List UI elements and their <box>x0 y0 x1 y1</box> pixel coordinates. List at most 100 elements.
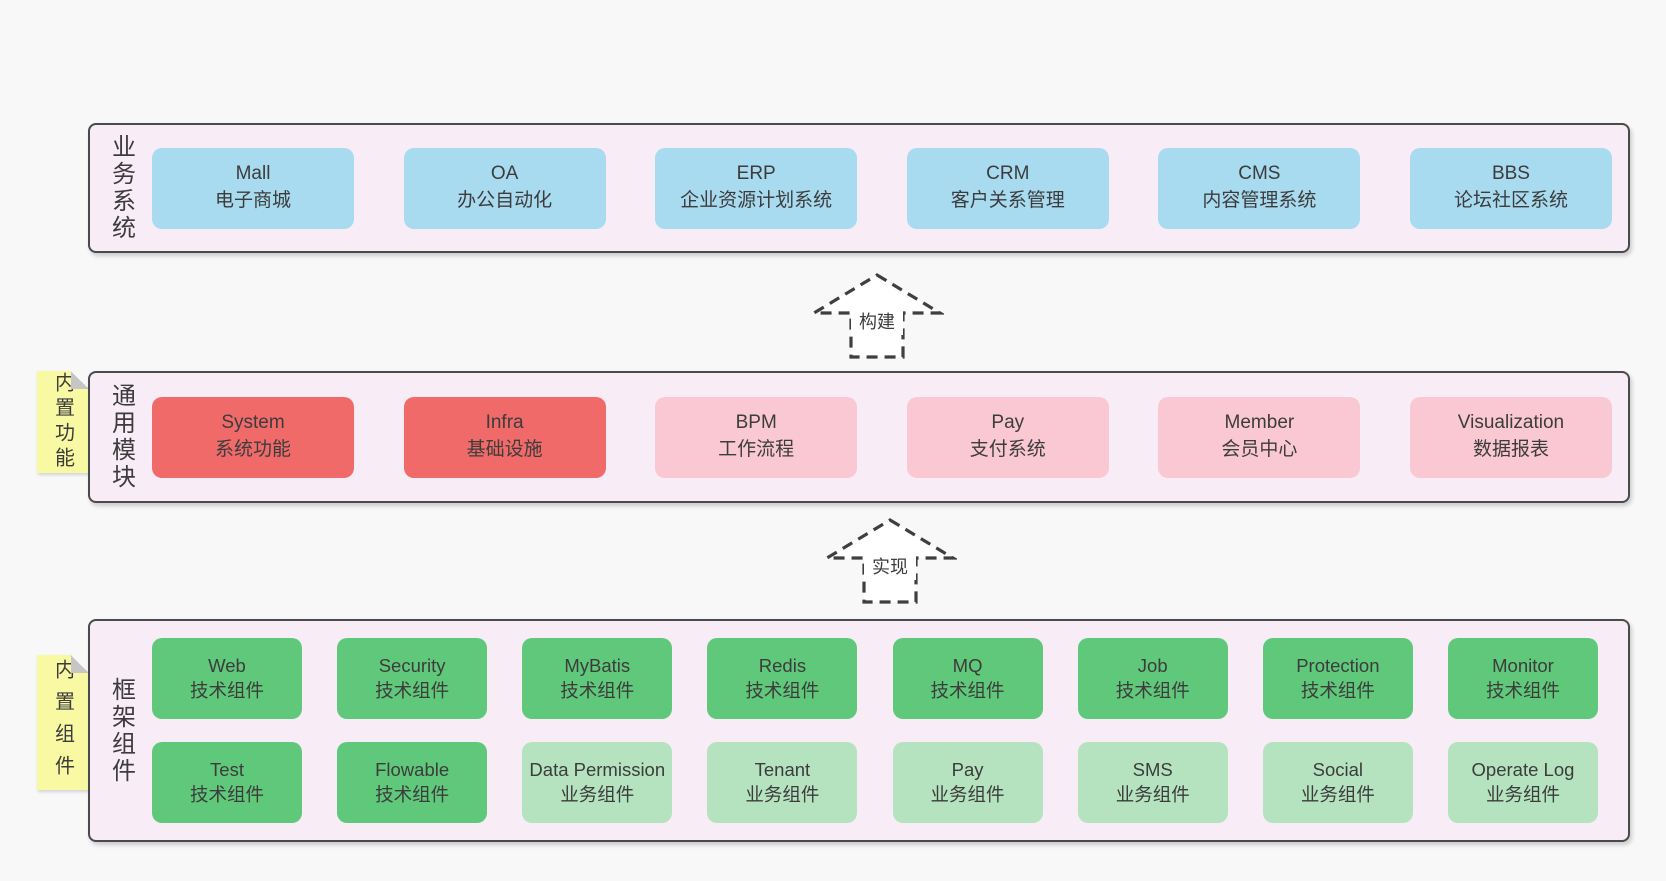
node-oa: OA 办公自动化 <box>403 147 606 229</box>
node-subtitle: 内容管理系统 <box>1202 190 1317 211</box>
node-subtitle: 技术组件 <box>189 783 264 805</box>
node-name: Tenant <box>754 758 811 780</box>
node-name: Visualization <box>1457 412 1565 434</box>
node-infra: Infra 基础设施 <box>403 396 606 478</box>
node-subtitle: 技术组件 <box>745 679 820 701</box>
node-name: Social <box>1312 758 1364 780</box>
arrow-build-label: 构建 <box>859 312 895 332</box>
node-name: Operate Log <box>1471 758 1575 780</box>
node-subtitle: 技术组件 <box>1300 679 1375 701</box>
node-name: Pay <box>991 412 1025 434</box>
framework-row-2: Test 技术组件 Flowable 技术组件 Data Permission … <box>152 742 1598 823</box>
node-name: Job <box>1137 654 1168 676</box>
node-subtitle: 技术组件 <box>930 679 1005 701</box>
node-subtitle: 业务组件 <box>1485 783 1560 805</box>
node-subtitle: 电子商城 <box>214 190 291 211</box>
node-subtitle: 工作流程 <box>718 439 795 460</box>
node-name: System <box>221 412 285 434</box>
node-subtitle: 数据报表 <box>1472 439 1549 460</box>
node-social: Social 业务组件 <box>1262 742 1413 823</box>
band-business-systems-label: 业务系统 <box>107 134 135 242</box>
folded-corner-icon <box>71 655 89 673</box>
node-subtitle: 技术组件 <box>189 679 264 701</box>
node-erp: ERP 企业资源计划系统 <box>655 147 858 229</box>
node-sms: SMS 业务组件 <box>1077 742 1228 823</box>
band-framework-components: 框架组件 Web 技术组件 Security 技术组件 MyBatis 技术组件… <box>88 619 1630 842</box>
node-name: Infra <box>485 412 524 434</box>
node-name: CRM <box>986 163 1030 185</box>
node-name: Flowable <box>375 758 450 780</box>
node-name: Monitor <box>1492 654 1554 676</box>
common-modules-row: System 系统功能 Infra 基础设施 BPM 工作流程 Pay 支付系统… <box>152 373 1628 501</box>
node-protection: Protection 技术组件 <box>1262 638 1413 719</box>
node-subtitle: 技术组件 <box>560 679 635 701</box>
sticky-built-in-features: 内置功能 <box>37 371 89 473</box>
node-subtitle: 客户关系管理 <box>950 190 1065 211</box>
node-name: Mall <box>235 163 271 185</box>
node-subtitle: 会员中心 <box>1221 439 1298 460</box>
band-common-modules-label: 通用模块 <box>107 383 135 491</box>
arrow-label-plate <box>851 309 903 335</box>
band-common-modules: 通用模块 System 系统功能 Infra 基础设施 BPM 工作流程 Pay… <box>88 371 1630 503</box>
node-monitor: Monitor 技术组件 <box>1447 638 1598 719</box>
sticky-text: 内置功能 <box>51 372 74 472</box>
arrow-label-plate <box>864 554 916 580</box>
node-bpm: BPM 工作流程 <box>655 396 858 478</box>
node-mall: Mall 电子商城 <box>152 147 354 229</box>
node-subtitle: 业务组件 <box>1115 783 1190 805</box>
node-name: CMS <box>1238 163 1281 185</box>
node-name: OA <box>490 163 519 185</box>
node-name: BBS <box>1491 163 1530 185</box>
node-crm: CRM 客户关系管理 <box>906 147 1109 229</box>
node-subtitle: 技术组件 <box>1115 679 1190 701</box>
node-system: System 系统功能 <box>152 396 354 478</box>
node-job: Job 技术组件 <box>1077 638 1228 719</box>
node-mybatis: MyBatis 技术组件 <box>522 638 673 719</box>
node-subtitle: 支付系统 <box>969 439 1046 460</box>
node-name: Web <box>208 654 246 676</box>
node-subtitle: 技术组件 <box>375 783 450 805</box>
node-pay-component: Pay 业务组件 <box>892 742 1043 823</box>
node-name: BPM <box>735 412 777 434</box>
band-business-systems: 业务系统 Mall 电子商城 OA 办公自动化 ERP 企业资源计划系统 CRM… <box>88 123 1630 253</box>
node-subtitle: 技术组件 <box>1485 679 1560 701</box>
node-redis: Redis 技术组件 <box>707 638 858 719</box>
arrow-up-implement-icon: 实现 <box>823 518 957 604</box>
sticky-built-in-components: 内置组件 <box>37 655 89 790</box>
node-name: Pay <box>951 758 984 780</box>
band-framework-components-label: 框架组件 <box>107 676 135 785</box>
node-subtitle: 业务组件 <box>745 783 820 805</box>
node-name: Protection <box>1296 654 1380 676</box>
node-name: Redis <box>758 654 807 676</box>
node-name: MQ <box>952 654 983 676</box>
node-operate-log: Operate Log 业务组件 <box>1447 742 1598 823</box>
node-web: Web 技术组件 <box>152 638 302 719</box>
folded-corner-icon <box>71 371 89 389</box>
node-subtitle: 技术组件 <box>375 679 450 701</box>
node-cms: CMS 内容管理系统 <box>1158 147 1361 229</box>
node-test: Test 技术组件 <box>152 742 302 823</box>
node-flowable: Flowable 技术组件 <box>337 742 488 823</box>
node-visualization: Visualization 数据报表 <box>1409 396 1612 478</box>
node-member: Member 会员中心 <box>1158 396 1361 478</box>
node-subtitle: 业务组件 <box>1300 783 1375 805</box>
node-subtitle: 企业资源计划系统 <box>680 190 833 211</box>
node-subtitle: 业务组件 <box>560 783 635 805</box>
framework-row-1: Web 技术组件 Security 技术组件 MyBatis 技术组件 Redi… <box>152 638 1598 719</box>
arrow-up-build-icon: 构建 <box>810 273 944 359</box>
node-pay-module: Pay 支付系统 <box>906 396 1109 478</box>
node-bbs: BBS 论坛社区系统 <box>1409 147 1612 229</box>
node-tenant: Tenant 业务组件 <box>707 742 858 823</box>
node-name: SMS <box>1132 758 1173 780</box>
node-subtitle: 基础设施 <box>466 439 543 460</box>
node-name: MyBatis <box>564 654 631 676</box>
node-name: Data Permission <box>529 758 666 780</box>
node-name: Security <box>378 654 446 676</box>
sticky-text: 内置组件 <box>51 658 74 787</box>
node-subtitle: 业务组件 <box>930 783 1005 805</box>
node-data-permission: Data Permission 业务组件 <box>522 742 673 823</box>
node-mq: MQ 技术组件 <box>892 638 1043 719</box>
arrow-implement-label: 实现 <box>872 557 908 577</box>
node-subtitle: 办公自动化 <box>457 190 553 211</box>
